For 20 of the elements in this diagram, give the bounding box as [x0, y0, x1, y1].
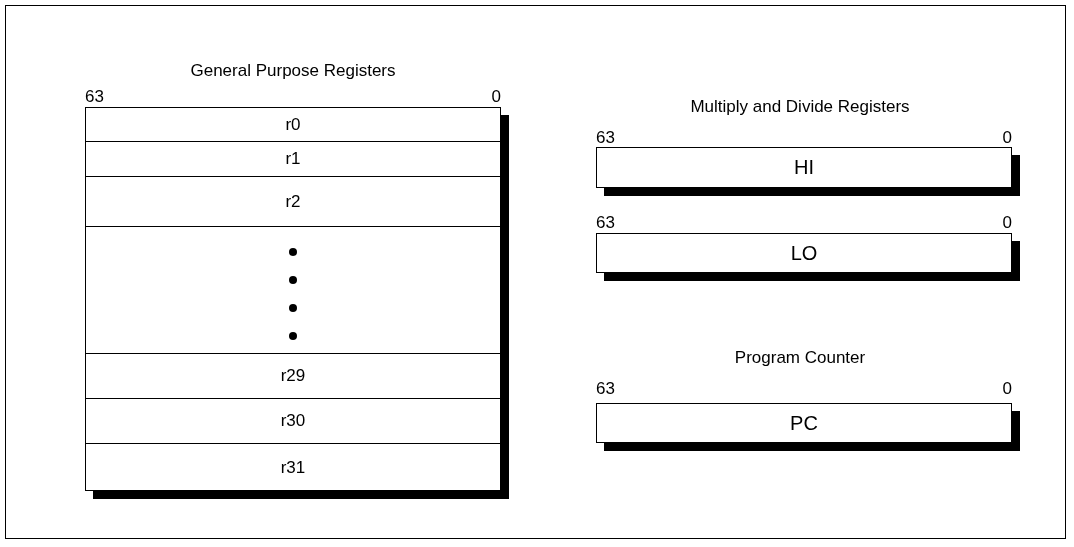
register-name: r2 — [285, 191, 301, 212]
bit-number: 0 — [1002, 379, 1012, 399]
heading: Program Counter — [734, 348, 866, 368]
bit-number: 0 — [491, 87, 501, 107]
bit-number: 63 — [85, 87, 104, 107]
register-name: r31 — [280, 458, 306, 478]
heading: Multiply and Divide Registers — [690, 97, 910, 117]
register-name: PC — [790, 411, 818, 435]
bit-number: 63 — [596, 379, 615, 399]
register-name: r1 — [285, 149, 301, 169]
register-name: r0 — [285, 114, 301, 135]
register-name: LO — [790, 241, 818, 265]
register-name: r30 — [280, 411, 306, 431]
register-name: HI — [794, 156, 814, 179]
bit-number: 0 — [1002, 213, 1012, 233]
heading: General Purpose Registers — [190, 61, 396, 81]
register-name: r29 — [280, 366, 306, 386]
bit-number: 63 — [596, 128, 615, 148]
bit-number: 63 — [596, 213, 615, 233]
bit-number: 0 — [1002, 128, 1012, 148]
